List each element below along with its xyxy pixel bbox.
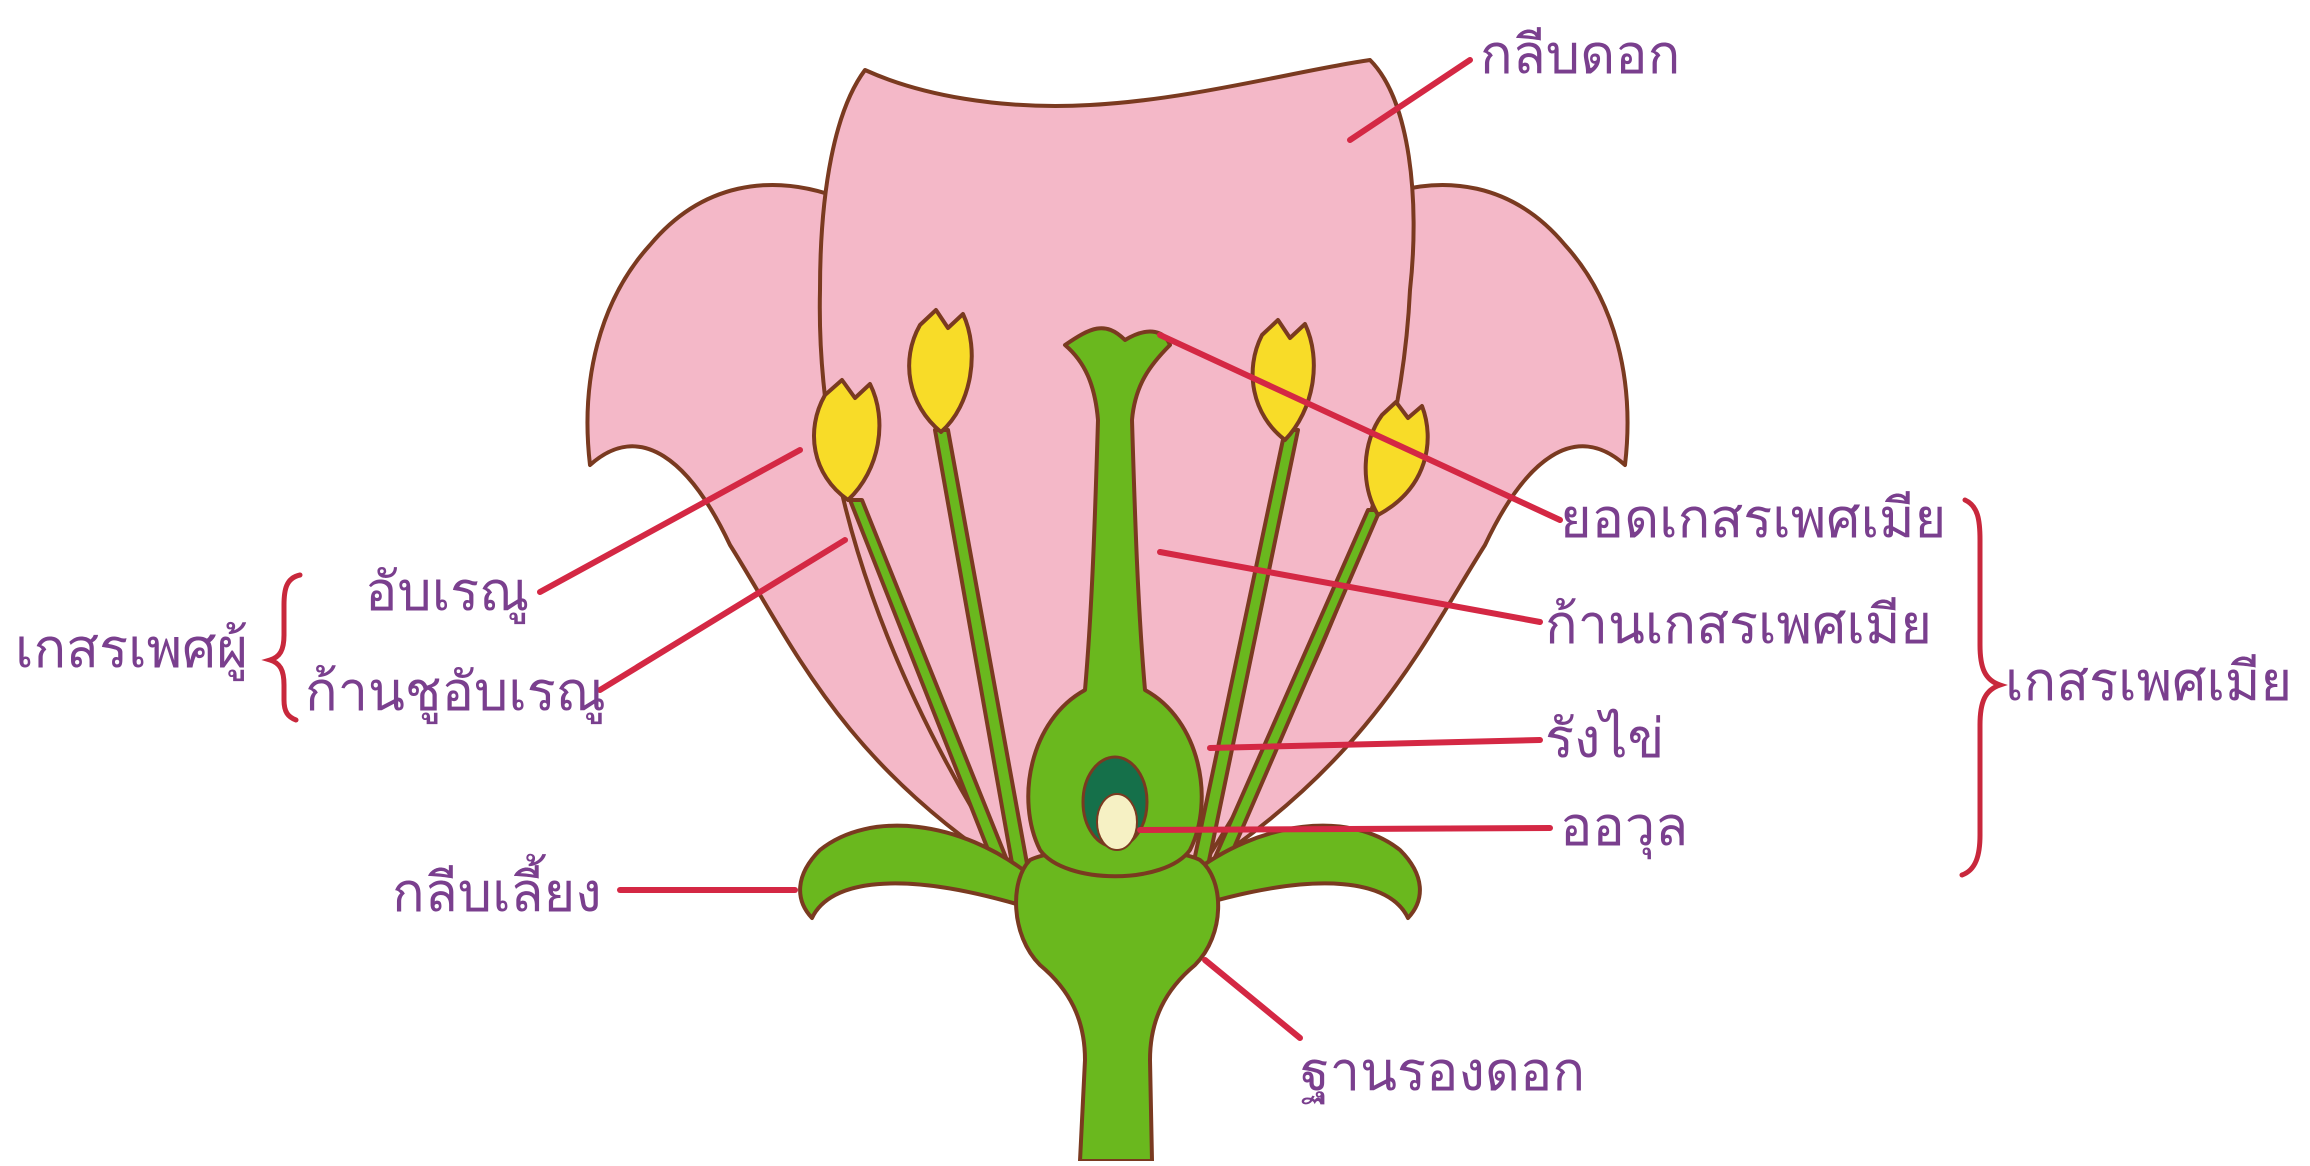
ovule-shape xyxy=(1097,794,1137,850)
petal-label: กลีบดอก xyxy=(1480,28,1680,82)
filament-label: ก้านชูอับเรณู xyxy=(305,665,606,719)
stamen-brace xyxy=(270,575,300,720)
ovary-label: รังไข่ xyxy=(1545,712,1664,766)
stigma-label: ยอดเกสรเพศเมีย xyxy=(1560,492,1946,546)
receptacle-label: ฐานรองดอก xyxy=(1300,1045,1585,1099)
ovule-label: ออวุล xyxy=(1560,800,1688,854)
style-label: ก้านเกสรเพศเมีย xyxy=(1545,598,1932,652)
leader-receptacle xyxy=(1205,960,1300,1038)
pistil-brace xyxy=(1962,500,2000,875)
leader-ovule xyxy=(1140,828,1550,830)
anther-label: อับเรณู xyxy=(365,565,529,619)
receptacle xyxy=(1016,849,1218,1161)
stamen-group-label: เกสรเพศผู้ xyxy=(15,622,248,676)
sepal-label: กลีบเลี้ยง xyxy=(392,866,602,920)
pistil-group-label: เกสรเพศเมีย xyxy=(2005,655,2292,709)
